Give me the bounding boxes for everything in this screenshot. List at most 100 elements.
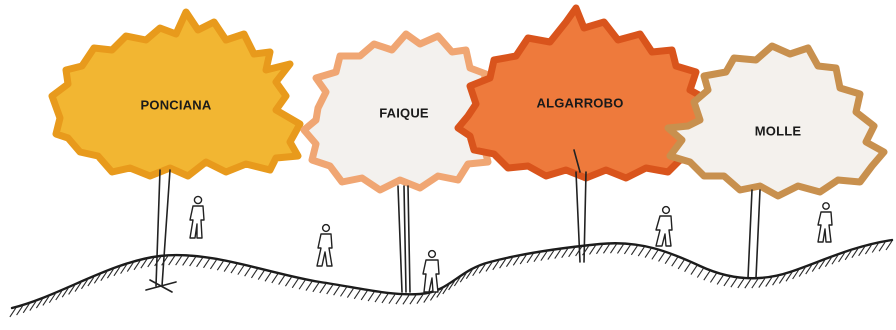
ground-hatch-mark bbox=[864, 244, 872, 255]
tree-algarrobo: ALGARROBO bbox=[454, 4, 716, 263]
ground-hatch-mark bbox=[858, 246, 866, 257]
ground-hatch-mark bbox=[751, 278, 759, 289]
ground-hatch-mark bbox=[120, 264, 128, 274]
ground-hatch-mark bbox=[533, 252, 541, 263]
ground-hatch-mark bbox=[298, 279, 306, 290]
ground-hatch-mark bbox=[423, 293, 431, 303]
ground-hatch-mark bbox=[80, 279, 88, 290]
person-5 bbox=[817, 202, 833, 243]
ground-hatch-mark bbox=[512, 256, 520, 266]
ground-hatch-mark bbox=[388, 294, 396, 304]
ground-hatch-mark bbox=[55, 290, 63, 301]
ground-hatch-mark bbox=[811, 262, 819, 272]
ground-hatch-mark bbox=[758, 278, 766, 288]
ground-hatch-mark bbox=[381, 293, 389, 304]
ground-hatch-mark bbox=[35, 298, 43, 309]
person-4 bbox=[655, 205, 673, 247]
ground-hatch-mark bbox=[395, 294, 403, 305]
ground-hatch-mark bbox=[360, 290, 368, 301]
ground-hatch-mark bbox=[831, 254, 839, 265]
ground-hatch-mark bbox=[465, 269, 473, 280]
ground-hatch-mark bbox=[644, 248, 652, 258]
ground-hatch-mark bbox=[478, 264, 486, 274]
ground-hatch-mark bbox=[168, 255, 176, 266]
tree-label-ponciana: PONCIANA bbox=[141, 97, 212, 112]
ground-hatch-mark bbox=[561, 248, 569, 258]
ground-hatch-mark bbox=[284, 276, 292, 287]
ground-hatch-mark bbox=[623, 244, 631, 255]
ground-hatch-mark bbox=[436, 288, 444, 298]
ground-hatch-mark bbox=[658, 252, 666, 262]
molle-trunk bbox=[747, 189, 761, 279]
ground-hatch-mark bbox=[68, 285, 76, 295]
ground-hatch-mark bbox=[319, 283, 327, 294]
ground-hatch-mark bbox=[140, 258, 148, 269]
ground-hatch-mark bbox=[540, 251, 548, 261]
ground-hatch-mark bbox=[453, 276, 461, 287]
ground-hatch-mark bbox=[472, 266, 480, 277]
ground-hatch-mark bbox=[42, 296, 50, 306]
ground-hatch-mark bbox=[844, 250, 852, 261]
ground-hatch-mark bbox=[340, 287, 347, 297]
ground-hatch-mark bbox=[716, 275, 724, 285]
ground-hatch-mark bbox=[87, 276, 95, 287]
ground-hatch-mark bbox=[664, 254, 672, 265]
ground-hatch-mark bbox=[305, 281, 313, 291]
ground-hatch-mark bbox=[74, 282, 82, 292]
ground-hatch-mark bbox=[429, 291, 437, 301]
ground-hatch-mark bbox=[257, 270, 265, 280]
ground-hatch-mark bbox=[805, 264, 813, 275]
ground-hatch-mark bbox=[616, 244, 624, 254]
ground-hatch-mark bbox=[113, 266, 121, 277]
ground-hatch-mark bbox=[312, 282, 320, 293]
ground-hatch-mark bbox=[737, 278, 745, 289]
ground-hatch-mark bbox=[353, 289, 361, 300]
tree-faique: FAIQUE bbox=[300, 30, 500, 293]
ground-hatch-mark bbox=[723, 276, 731, 287]
tree-label-faique: FAIQUE bbox=[379, 105, 429, 120]
ground-hatch-mark bbox=[596, 244, 603, 255]
ground-hatch-mark bbox=[196, 257, 204, 268]
ground-hatch-mark bbox=[547, 250, 555, 260]
ground-hatch-mark bbox=[568, 247, 576, 258]
person-1 bbox=[189, 195, 205, 239]
ground-hatch-mark bbox=[216, 260, 224, 271]
ground-hatch-mark bbox=[182, 256, 190, 266]
ground-hatch-mark bbox=[442, 284, 450, 295]
ground-hatch-mark bbox=[93, 274, 101, 284]
ground-hatch-mark bbox=[61, 287, 69, 298]
ground-hatch-mark bbox=[772, 275, 780, 286]
ground-hatch-mark bbox=[154, 256, 162, 267]
ground-hatch-mark bbox=[16, 305, 24, 316]
ground-hatch-mark bbox=[48, 293, 56, 304]
ground-hatch-mark bbox=[505, 257, 513, 268]
ground-hatch-mark bbox=[703, 270, 711, 281]
molle-canopy bbox=[664, 42, 888, 200]
ground-hatch-mark bbox=[690, 265, 698, 275]
ground-hatch-mark bbox=[291, 278, 299, 289]
ground-hatch-mark bbox=[161, 256, 169, 266]
tree-molle: MOLLE bbox=[664, 42, 888, 279]
ground-hatch-mark bbox=[346, 288, 354, 298]
ground-hatch-mark bbox=[100, 271, 108, 282]
ground-hatch-mark bbox=[448, 280, 456, 291]
ground-hatch-mark bbox=[785, 272, 793, 282]
ground-hatch-mark bbox=[871, 243, 879, 253]
ground-hatch-mark bbox=[824, 257, 832, 267]
ground-hatch-mark bbox=[589, 245, 596, 255]
ground-hatch-mark bbox=[818, 259, 826, 270]
ground-hatch-mark bbox=[230, 263, 238, 274]
ground-hatch-mark bbox=[630, 245, 638, 256]
ground-hatch-mark bbox=[765, 277, 773, 287]
ground-hatch-mark bbox=[554, 249, 562, 259]
ground-hatch-mark bbox=[237, 265, 245, 275]
ground-hatching bbox=[9, 240, 893, 318]
ground-hatch-mark bbox=[459, 272, 467, 283]
ground-hatch-mark bbox=[798, 267, 806, 277]
ground-hatch-mark bbox=[778, 274, 786, 284]
ponciana-trunk bbox=[145, 169, 177, 293]
ground-hatch-mark bbox=[106, 268, 114, 279]
ground-hatch-mark bbox=[519, 254, 527, 265]
ground-hatch-mark bbox=[271, 273, 279, 284]
